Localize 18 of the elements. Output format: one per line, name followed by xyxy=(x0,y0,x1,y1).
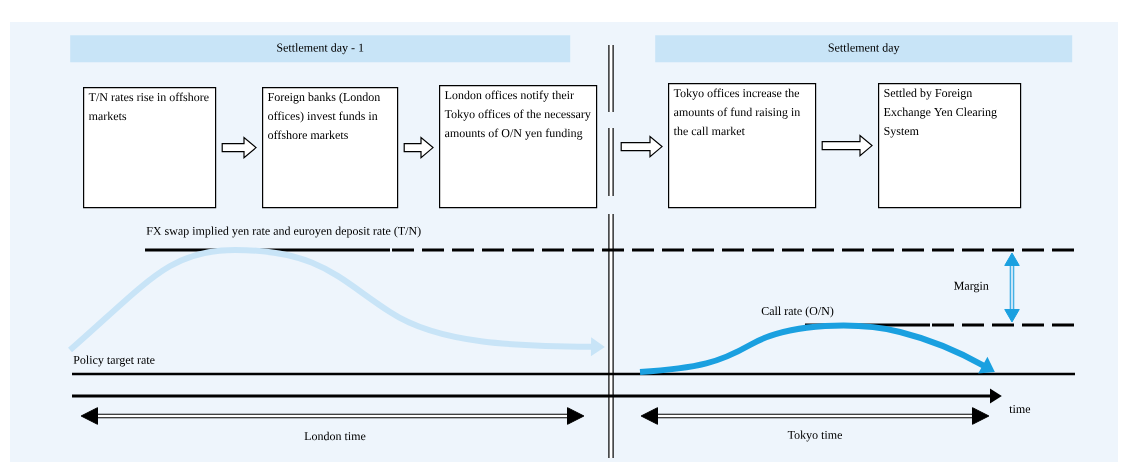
process-box: London offices notify their Tokyo offices of the necessary amounts of O/N yen funding xyxy=(439,85,598,209)
span-label: Tokyo time xyxy=(787,430,842,442)
block-arrow xyxy=(821,134,873,157)
process-box: T/N rates rise in offshore markets xyxy=(83,87,217,209)
process-box: Settled by Foreign Exchange Yen Clearing System xyxy=(878,83,1022,209)
axis-label: time xyxy=(1009,404,1031,413)
block-arrow xyxy=(620,135,663,158)
block-arrow xyxy=(403,136,434,159)
curve-label: FX swap implied yen rate and euroyen deposit rate (T/N) xyxy=(146,226,421,238)
line-label: Policy target rate xyxy=(73,355,155,367)
dimension-label: Margin xyxy=(954,281,989,293)
day-band: Settlement day xyxy=(655,35,1073,63)
block-arrow xyxy=(221,136,257,159)
day-band: Settlement day - 1 xyxy=(70,35,571,63)
process-box: Tokyo offices increase the amounts of fund raising in the call market xyxy=(668,83,817,209)
curve-label: Call rate (O/N) xyxy=(761,306,834,318)
span-label: London time xyxy=(304,431,366,441)
process-box: Foreign banks (London offices) invest funds in offshore markets xyxy=(262,87,399,209)
